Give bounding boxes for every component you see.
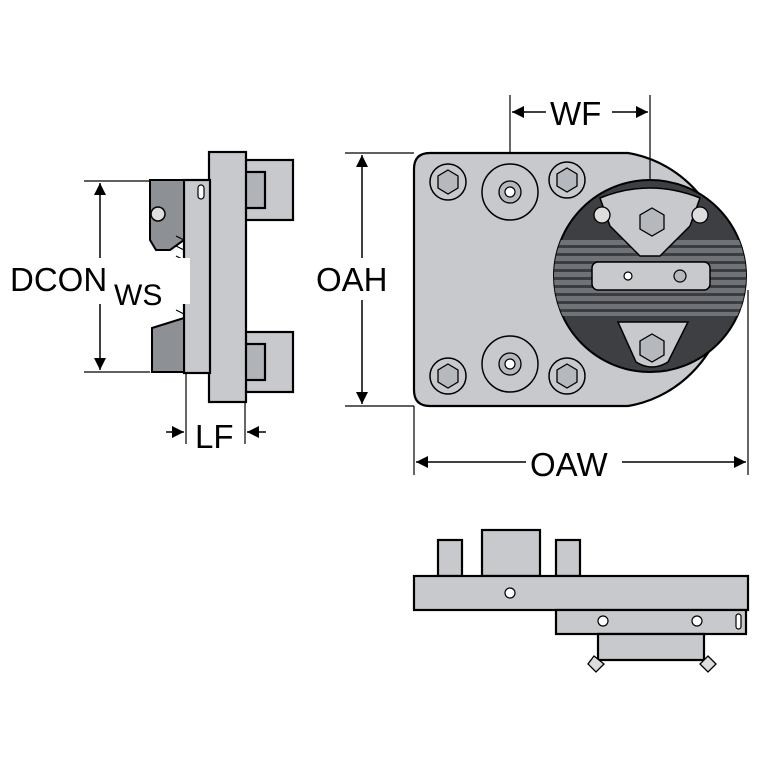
top-left-stud <box>436 538 464 578</box>
front-bolts <box>429 161 586 395</box>
side-view: DCON WS LF <box>10 150 295 455</box>
wedge-screw-right <box>691 206 709 224</box>
side-lower-jaw <box>151 316 185 373</box>
oaw-label: OAW <box>530 446 608 483</box>
wf-label: WF <box>550 95 601 132</box>
side-upper-screw <box>150 206 166 222</box>
dcon-label: DCON <box>10 261 107 298</box>
top-center-boss <box>480 528 542 578</box>
front-view: OAH WF OAW <box>315 95 749 483</box>
oah-label: OAH <box>316 261 388 298</box>
ws-label: WS <box>114 279 162 312</box>
side-flange <box>207 150 248 404</box>
key-slot <box>591 261 711 291</box>
top-view <box>412 528 750 673</box>
top-right-stud <box>554 538 582 578</box>
side-upper-jaw <box>149 179 185 251</box>
top-clamp-body <box>554 608 748 636</box>
top-jaw <box>596 632 706 662</box>
lf-label: LF <box>195 418 234 455</box>
top-base-plate <box>412 574 750 612</box>
wedge-screw-left <box>593 206 611 224</box>
